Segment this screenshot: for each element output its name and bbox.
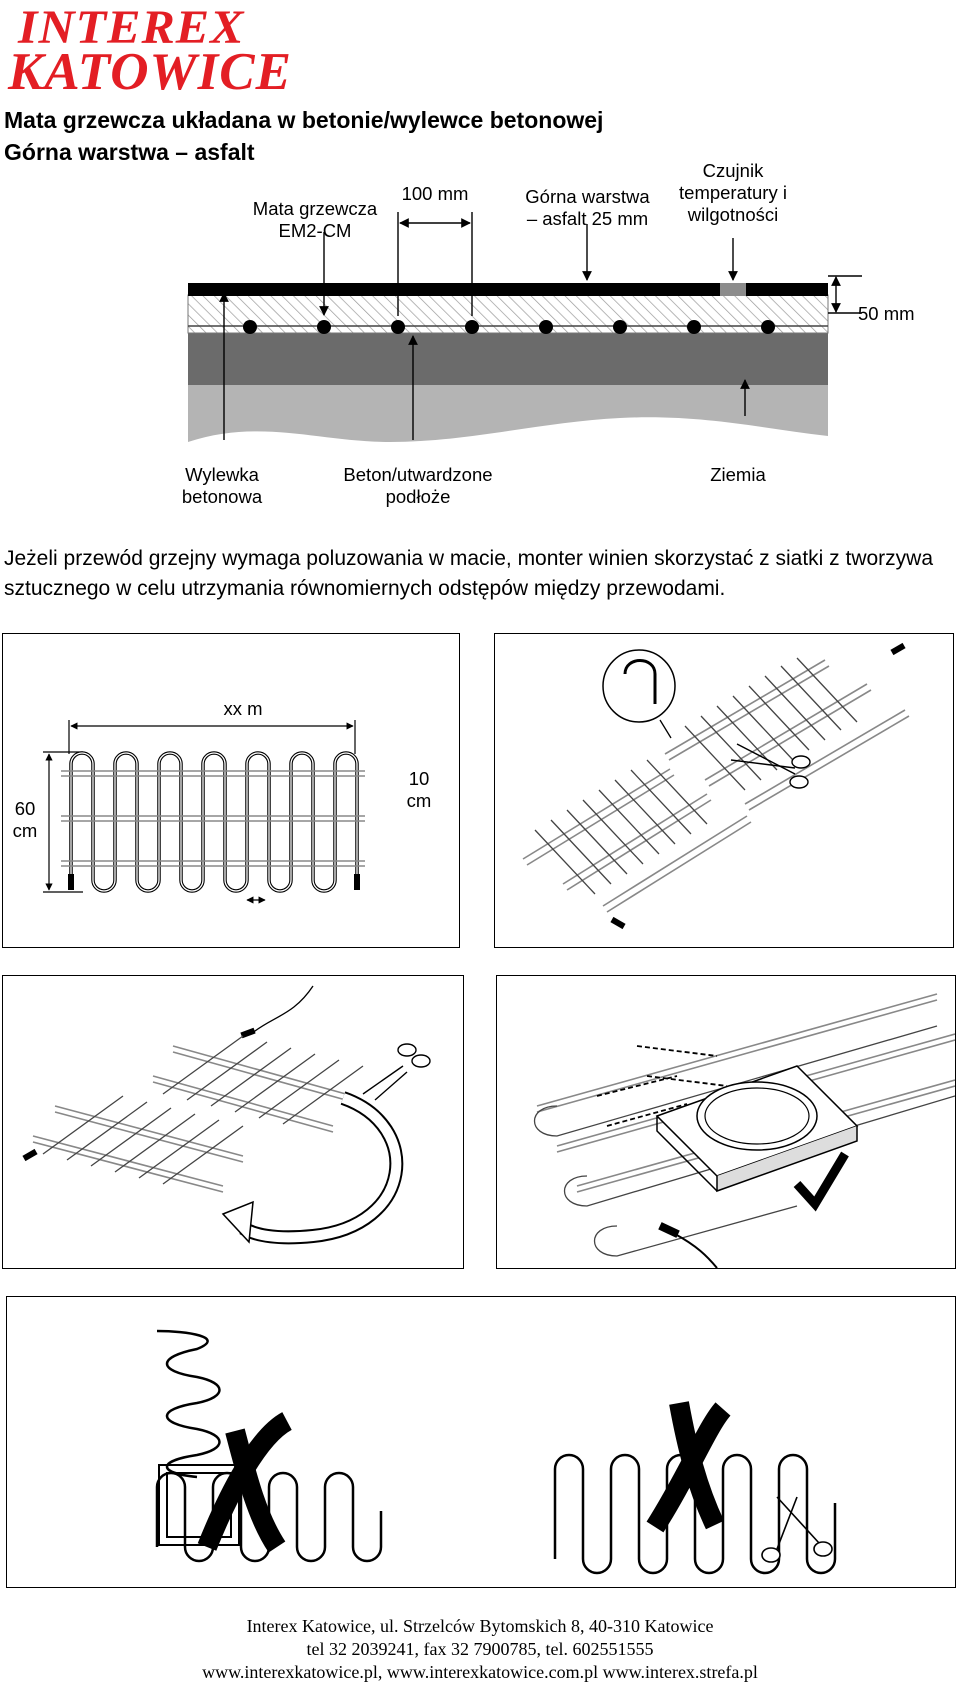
label-cable-gap: 10 cm [406,768,432,811]
around-obstacle-drawing [533,993,956,1269]
asphalt-layer [188,283,828,296]
label-cable-spacing: 100 mm [401,183,469,204]
concrete-layer [188,333,828,385]
scissors-icon [761,1496,833,1563]
label-ground: Ziemia [710,464,766,485]
label-sensor: Czujnik temperatury i wilgotności [679,160,787,225]
incorrect-layouts-drawing [155,1329,837,1575]
panel-around-obstacle [496,975,956,1269]
screed-layer [187,294,829,334]
cut-mesh-drawing [522,642,910,930]
label-screed: Wylewka betonowa [181,464,263,507]
logo-line-1: INTEREX [18,0,245,54]
page-title: Mata grzewcza układana w betonie/wylewce… [4,107,604,133]
page-subtitle: Górna warstwa – asfalt [4,139,255,165]
footer-websites[interactable]: www.interexkatowice.pl, www.interexkatow… [202,1662,758,1682]
turn-mat-drawing [22,985,431,1245]
obstacle-pipe [696,1081,818,1151]
footer-address: Interex Katowice, ul. Strzelców Bytomski… [246,1616,714,1636]
panel-turn-mat [2,975,464,1269]
magnifier-circle [602,649,676,723]
scissors-icon [362,1043,431,1101]
instruction-paragraph: Jeżeli przewód grzejny wymaga poluzowani… [4,547,934,600]
scissors-icon [730,743,811,789]
label-heating-mat: Mata grzewcza EM2-CM [252,198,378,241]
label-mat-width: xx m [223,698,263,719]
label-depth: 50 mm [858,303,915,324]
checkmark-icon [793,1151,849,1212]
label-concrete: Beton/utwardzone podłoże [343,464,493,507]
label-top-layer: Górna warstwa – asfalt 25 mm [525,186,650,229]
footer-phones: tel 32 2039241, fax 32 7900785, tel. 602… [306,1639,654,1659]
heating-cables [243,320,775,334]
panel-mat-dimensions: xx m 60 cm 10 cm [2,633,460,948]
sensor-block [720,283,746,296]
panel-incorrect-layouts [6,1296,956,1588]
ground-layer [188,380,828,442]
turn-arrow-icon [221,1200,254,1244]
mat-dimensions-drawing [43,720,365,904]
cross-section-diagram [187,212,862,442]
company-logo: INTEREX KATOWICE [8,0,353,98]
label-mat-height: 60 cm [12,798,38,841]
panel-cut-mesh [494,633,954,948]
logo-line-2: KATOWICE [8,43,292,101]
